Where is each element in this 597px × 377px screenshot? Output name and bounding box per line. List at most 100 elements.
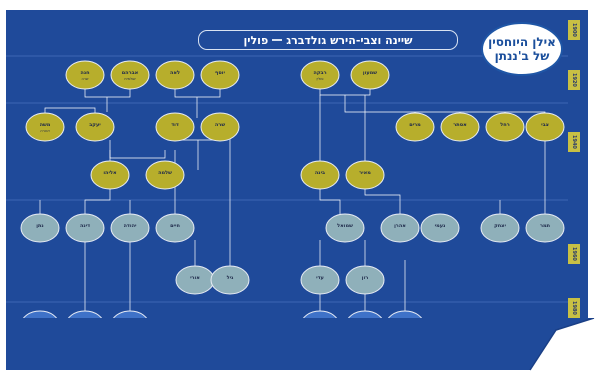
person-name: מרים — [409, 122, 421, 128]
person-node-shape — [200, 112, 240, 142]
badge-line1: אילן היוחסין — [488, 35, 556, 49]
person-node: דינה — [65, 213, 105, 243]
person-name: בינה — [315, 170, 325, 176]
person-node: יהודה — [110, 213, 150, 243]
person-name: יצחק — [494, 223, 506, 229]
person-node-shape — [90, 160, 130, 190]
person-node-shape — [325, 213, 365, 243]
person-node-shape — [345, 160, 385, 190]
person-name: רחל — [500, 122, 509, 128]
year-label: 1960 — [568, 244, 580, 264]
person-node-shape — [65, 60, 105, 90]
tree-title: פולין שיינה וצבי-הירש גולדברג — [198, 30, 458, 50]
person-name: אסתר — [453, 122, 467, 128]
person-node: עדי — [300, 265, 340, 295]
title-location: פולין — [243, 33, 269, 47]
person-node: נעמי — [420, 213, 460, 243]
year-label: 1900 — [568, 20, 580, 40]
person-node: יעקב — [75, 112, 115, 142]
person-name: נתן — [36, 223, 43, 229]
person-node-shape — [20, 213, 60, 243]
person-node: מאיר — [345, 160, 385, 190]
person-node-shape — [210, 265, 250, 295]
person-node-shape — [395, 112, 435, 142]
person-node-shape — [25, 112, 65, 142]
person-node-shape — [65, 213, 105, 243]
person-node: מרים — [395, 112, 435, 142]
person-node-shape — [155, 60, 195, 90]
person-node: שרה — [200, 112, 240, 142]
person-node: רחל — [485, 112, 525, 142]
person-node-shape — [380, 213, 420, 243]
person-node-shape — [345, 265, 385, 295]
person-node-shape — [110, 213, 150, 243]
person-name: מאיר — [359, 170, 371, 176]
person-node: תמר — [525, 213, 565, 243]
person-name: תמר — [540, 223, 550, 229]
person-node: צבי — [525, 112, 565, 142]
badge-line2: של ב'ננתן — [494, 49, 550, 63]
person-node-shape — [440, 112, 480, 142]
person-name: אורי — [190, 275, 200, 281]
person-name: רבקה — [313, 70, 326, 76]
person-name: יעקב — [89, 122, 101, 128]
person-node: לאה — [155, 60, 195, 90]
person-node-shape — [200, 60, 240, 90]
person-node-shape — [350, 60, 390, 90]
person-name: דינה — [80, 223, 90, 229]
person-name: עדי — [316, 275, 324, 281]
person-name: משה — [40, 122, 51, 128]
year-label: 1920 — [568, 70, 580, 90]
person-spouse: שרה — [82, 77, 89, 81]
page-curl-edge — [529, 317, 595, 371]
person-node-shape — [480, 213, 520, 243]
person-name: רון — [362, 275, 368, 281]
year-label: 1940 — [568, 132, 580, 152]
person-node: שמעון — [350, 60, 390, 90]
person-name: שמעון — [363, 70, 377, 76]
person-node-shape — [525, 112, 565, 142]
person-node-shape — [525, 213, 565, 243]
person-node-shape — [75, 112, 115, 142]
person-spouse: שולמית — [124, 77, 136, 81]
person-name: דוד — [171, 122, 179, 128]
person-node: אליהו — [90, 160, 130, 190]
frame-top-margin — [0, 0, 597, 10]
person-node: נתן — [20, 213, 60, 243]
person-node: יוסף — [200, 60, 240, 90]
frame-left-margin — [0, 0, 6, 377]
person-spouse: פולין — [316, 77, 324, 81]
person-name: לאה — [170, 70, 180, 76]
person-node-shape — [300, 160, 340, 190]
person-node-shape — [110, 60, 150, 90]
person-name: נעמי — [435, 223, 446, 229]
person-name: אליהו — [103, 170, 117, 176]
person-node: בינה — [300, 160, 340, 190]
page-curl — [530, 318, 594, 370]
person-node: אסתר — [440, 112, 480, 142]
person-name: חנה — [80, 70, 89, 76]
person-node: אורי — [175, 265, 215, 295]
person-name: גיל — [227, 275, 234, 281]
year-scale: 1900 1920 1940 1960 1980 — [568, 12, 581, 318]
year-label: 1980 — [568, 298, 580, 318]
person-name: יהודה — [124, 223, 138, 229]
person-name: יוסף — [215, 70, 225, 76]
person-name: חיים — [170, 223, 180, 229]
person-name: אברהם — [122, 70, 139, 76]
person-node: גיל — [210, 265, 250, 295]
person-node: אהרן — [380, 213, 420, 243]
person-node: שמואל — [325, 213, 365, 243]
person-node: דוד — [155, 112, 195, 142]
person-node-shape — [155, 112, 195, 142]
person-spouse: דבורה — [40, 129, 49, 133]
person-node-shape — [300, 265, 340, 295]
tree-badge: אילן היוחסין של ב'ננתן — [481, 22, 563, 76]
person-node: יצחק — [480, 213, 520, 243]
person-node-shape — [155, 213, 195, 243]
person-node-shape — [300, 60, 340, 90]
